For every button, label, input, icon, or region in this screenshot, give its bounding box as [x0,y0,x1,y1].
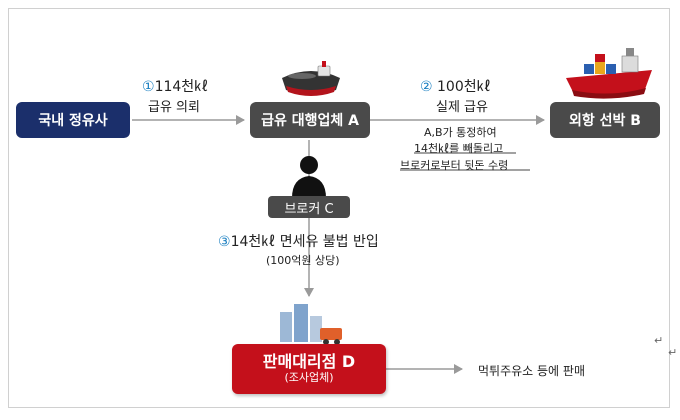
node-ship-b-label: 외항 선박 B [569,113,641,129]
step2-number: ② [420,79,433,95]
step1-description: 급유 의뢰 [148,100,200,115]
node-ship-b: 외항 선박 B [550,102,660,138]
step2-description: 실제 급유 [436,100,488,115]
broker-silhouette-icon [292,156,326,198]
node-dealer-d-title: 판매대리점 D [262,352,356,372]
node-dealer-d-sub: (조사업체) [284,370,334,384]
collusion-line-1: A,B가 통정하여 [424,126,497,139]
corner-mark-2: ↵ [668,346,678,359]
step3-number: ③ [218,234,231,250]
step1-number: ① [142,79,155,95]
step1-quantity: 114천㎘ [154,79,209,95]
step3-value: (100억원 상당) [266,254,340,267]
step2-quantity: 100천㎘ [437,79,491,95]
node-bunker-a: 급유 대행업체 A [250,102,370,138]
step3-label: ③14천㎘ 면세유 불법 반입 [218,231,379,251]
node-broker-c-label: 브로커 C [284,201,334,217]
collusion-line-2: 14천㎘를 빼돌리고 [414,142,504,155]
step3-description: 14천㎘ 면세유 불법 반입 [230,234,379,250]
node-bunker-a-label: 급유 대행업체 A [261,113,359,129]
tanker-ship-icon [282,61,340,96]
node-refinery: 국내 정유사 [16,102,130,138]
corner-mark-1: ↵ [654,334,664,347]
collusion-line-3: 브로커로부터 뒷돈 수령 [400,159,509,172]
city-truck-icon [280,304,342,345]
diagram-frame [8,8,670,408]
node-refinery-label: 국내 정유사 [38,113,108,129]
step1-label: ①114천㎘ [142,76,208,96]
node-broker-c: 브로커 C [268,196,350,218]
node-dealer-d: 판매대리점 D (조사업체) [232,344,386,394]
step2-label: ② 100천㎘ [420,76,491,96]
cargo-ship-icon [566,48,652,99]
final-sale-label: 먹튀주유소 등에 판매 [478,364,585,378]
